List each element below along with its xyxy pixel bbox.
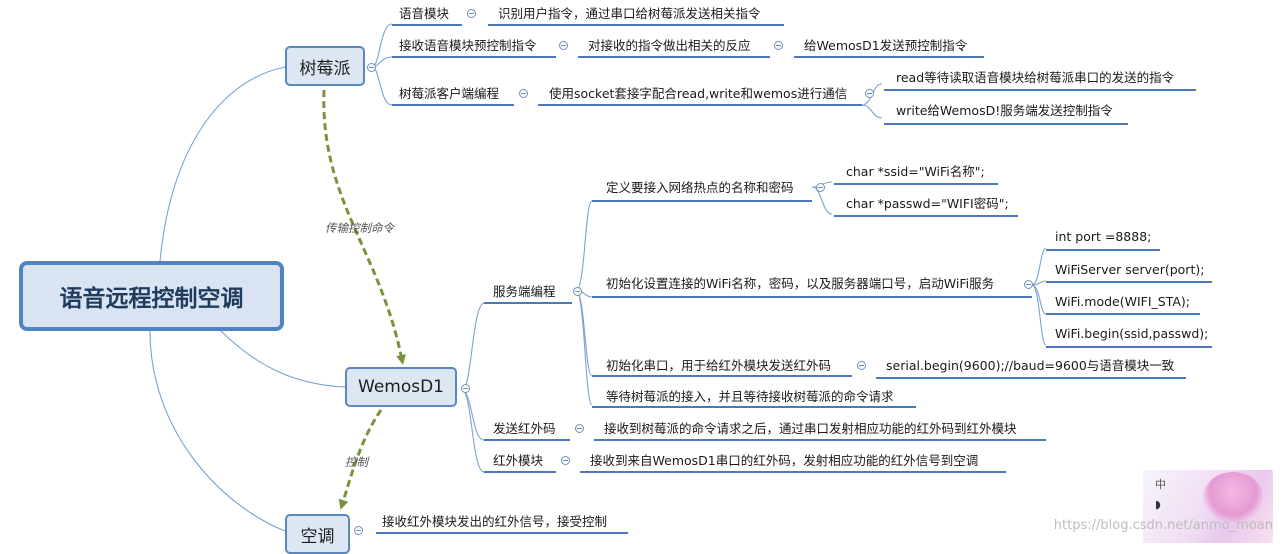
- collapse-toggle[interactable]: [857, 361, 866, 370]
- node-client-read[interactable]: read等待读取语音模块给树莓派串口的发送的指令: [896, 70, 1175, 85]
- branch-label: 树莓派: [299, 58, 351, 79]
- collapse-toggle-pi[interactable]: [367, 63, 376, 72]
- node-wifiserver[interactable]: WiFiServer server(port);: [1055, 262, 1205, 277]
- collapse-toggle[interactable]: [561, 456, 570, 465]
- edge-label-transmit-command: 传输控制命令: [325, 221, 394, 235]
- collapse-toggle[interactable]: [559, 41, 568, 50]
- node-ir-module-desc[interactable]: 接收到来自WemosD1串口的红外码，发射相应功能的红外信号到空调: [590, 453, 979, 468]
- collapse-toggle[interactable]: [774, 41, 783, 50]
- node-underlines: [376, 24, 1212, 534]
- branch-label: 空调: [300, 526, 335, 547]
- node-ir-module[interactable]: 红外模块: [493, 453, 544, 468]
- node-send-ir[interactable]: 发送红外码: [493, 421, 556, 436]
- branch-label: WemosD1: [358, 377, 444, 397]
- corner-avatar-image: 中 ◗: [1143, 470, 1273, 543]
- collapse-toggle-ac[interactable]: [354, 526, 363, 535]
- node-send-ir-desc[interactable]: 接收到树莓派的命令请求之后，通过串口发射相应功能的红外码到红外模块: [604, 421, 1017, 436]
- node-wifibegin[interactable]: WiFi.begin(ssid,passwd);: [1055, 326, 1209, 341]
- node-ssid[interactable]: char *ssid="WiFi名称";: [846, 164, 985, 179]
- moon-icon: ◗: [1155, 498, 1161, 511]
- node-ac-receive[interactable]: 接收红外模块发出的红外信号，接受控制: [382, 514, 608, 529]
- node-init-serial[interactable]: 初始化串口，用于给红外模块发送红外码: [606, 358, 832, 373]
- collapse-toggle[interactable]: [575, 424, 584, 433]
- collapse-toggle[interactable]: [816, 183, 825, 192]
- collapse-toggle[interactable]: [573, 287, 582, 296]
- collapse-toggle[interactable]: [865, 89, 874, 98]
- node-define-hotspot[interactable]: 定义要接入网络热点的名称和密码: [606, 180, 794, 195]
- node-serial-begin[interactable]: serial.begin(9600);//baud=9600与语音模块一致: [886, 358, 1175, 373]
- collapse-toggle[interactable]: [519, 89, 528, 98]
- branch-node-air-conditioner[interactable]: 空调: [285, 514, 350, 554]
- root-label: 语音远程控制空调: [59, 286, 244, 312]
- node-init-wifi[interactable]: 初始化设置连接的WiFi名称，密码，以及服务器端口号，启动WiFi服务: [606, 276, 995, 291]
- watermark-url: https://blog.csdn.net/anmo_moan: [1053, 518, 1273, 533]
- corner-image-char: 中: [1155, 478, 1166, 491]
- branch-node-wemosd1[interactable]: WemosD1: [345, 367, 457, 407]
- node-passwd[interactable]: char *passwd="WIFI密码";: [846, 196, 1009, 211]
- node-server-programming[interactable]: 服务端编程: [493, 284, 556, 299]
- node-pi-client[interactable]: 树莓派客户端编程: [399, 86, 500, 101]
- node-receive-command[interactable]: 接收语音模块预控制指令: [399, 38, 537, 53]
- edge-label-control: 控制: [345, 455, 368, 469]
- root-connectors: [149, 66, 346, 532]
- node-wait-pi[interactable]: 等待树莓派的接入，并且等待接收树莓派的命令请求: [606, 389, 894, 404]
- edge-pi-to-wemos: [322, 89, 406, 365]
- node-send-precontrol[interactable]: 给WemosD1发送预控制指令: [804, 38, 968, 53]
- node-client-socket[interactable]: 使用socket套接字配合read,write和wemos进行通信: [549, 86, 848, 101]
- relation-edges: [322, 89, 406, 510]
- node-wifimode[interactable]: WiFi.mode(WIFI_STA);: [1055, 294, 1191, 309]
- edge-wemos-to-ac: [338, 409, 383, 510]
- node-port[interactable]: int port =8888;: [1055, 229, 1152, 244]
- root-node[interactable]: 语音远程控制空调: [19, 261, 284, 331]
- node-voice-module-desc[interactable]: 识别用户指令，通过串口给树莓派发送相关指令: [498, 6, 761, 21]
- collapse-toggle[interactable]: [467, 9, 476, 18]
- node-receive-command-react[interactable]: 对接收的指令做出相关的反应: [588, 38, 751, 53]
- collapse-toggle-wemos[interactable]: [461, 384, 470, 393]
- branch-node-raspberry-pi[interactable]: 树莓派: [285, 46, 365, 86]
- node-client-write[interactable]: write给WemosD!服务端发送控制指令: [896, 103, 1113, 118]
- collapse-toggle[interactable]: [1024, 280, 1033, 289]
- node-voice-module[interactable]: 语音模块: [399, 6, 450, 21]
- character-hair-shape: [1203, 472, 1263, 522]
